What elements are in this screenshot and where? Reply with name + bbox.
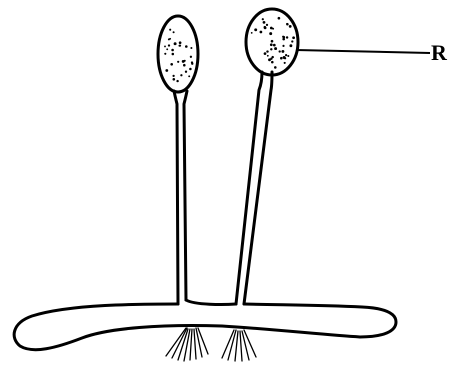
spore-dot (281, 50, 284, 53)
spore-dot (176, 80, 178, 82)
spore-dot (266, 50, 268, 52)
right-sporangium-spores (251, 17, 295, 69)
spore-dot (188, 75, 190, 77)
spore-dot (185, 45, 188, 48)
spore-dot (179, 45, 181, 47)
spore-dot (266, 24, 268, 26)
spore-dot (164, 45, 166, 47)
spore-dot (270, 27, 273, 30)
spore-dot (274, 47, 277, 50)
left-sporangiophore (174, 91, 187, 304)
spore-dot (164, 53, 166, 55)
spore-dot (271, 40, 274, 43)
spore-dot (284, 62, 286, 64)
stolon (14, 300, 396, 350)
spore-dot (191, 63, 193, 65)
spore-dot (264, 26, 266, 28)
spore-dot (273, 44, 276, 47)
spore-dot (270, 43, 273, 46)
spore-dot (269, 32, 272, 35)
spore-dot (180, 74, 182, 76)
spore-dot (170, 63, 173, 66)
spore-dot (169, 29, 171, 31)
spore-dot (267, 55, 269, 57)
spore-dot (189, 68, 192, 71)
left-sporangium-spores (164, 29, 193, 83)
spore-dot (179, 41, 182, 44)
spore-dot (168, 38, 170, 40)
spore-dot (280, 57, 283, 60)
spore-dot (262, 18, 264, 20)
spore-dot (282, 38, 285, 41)
spore-dot (272, 56, 274, 58)
label-r: R (431, 40, 448, 65)
spore-dot (173, 78, 176, 81)
spore-dot (184, 60, 186, 62)
spore-dot (279, 50, 281, 52)
right-rhizoids (222, 330, 256, 361)
spore-dot (274, 66, 277, 69)
spore-dot (185, 71, 187, 73)
spore-dot (254, 28, 257, 31)
spore-dot (278, 17, 281, 20)
spore-dot (270, 48, 272, 50)
spore-dot (292, 36, 295, 39)
spore-dot (291, 40, 293, 42)
spore-dot (260, 31, 263, 34)
spore-dot (172, 75, 174, 77)
spore-dot (284, 57, 286, 59)
spore-dot (173, 31, 175, 33)
left-rhizoids (166, 328, 208, 361)
spore-dot (183, 64, 186, 67)
spore-dot (190, 47, 192, 49)
spore-dot (285, 54, 287, 56)
right-sporangiophore (236, 72, 272, 304)
spore-dot (171, 49, 174, 52)
spore-dot (289, 44, 292, 47)
spore-dot (286, 36, 288, 38)
spore-dot (177, 61, 179, 63)
spore-dot (165, 69, 168, 72)
spore-dot (166, 48, 168, 50)
spore-dot (287, 55, 289, 57)
spore-dot (289, 25, 292, 28)
spore-dot (172, 53, 175, 56)
spore-dot (282, 45, 284, 47)
spore-dot (271, 61, 274, 64)
spore-dot (263, 21, 266, 24)
spore-dot (168, 44, 170, 46)
spore-dot (190, 56, 192, 58)
spore-dot (264, 52, 267, 55)
spore-dot (174, 42, 177, 45)
label-r-leader (296, 50, 430, 53)
spore-dot (286, 23, 288, 25)
spore-dot (251, 32, 253, 34)
